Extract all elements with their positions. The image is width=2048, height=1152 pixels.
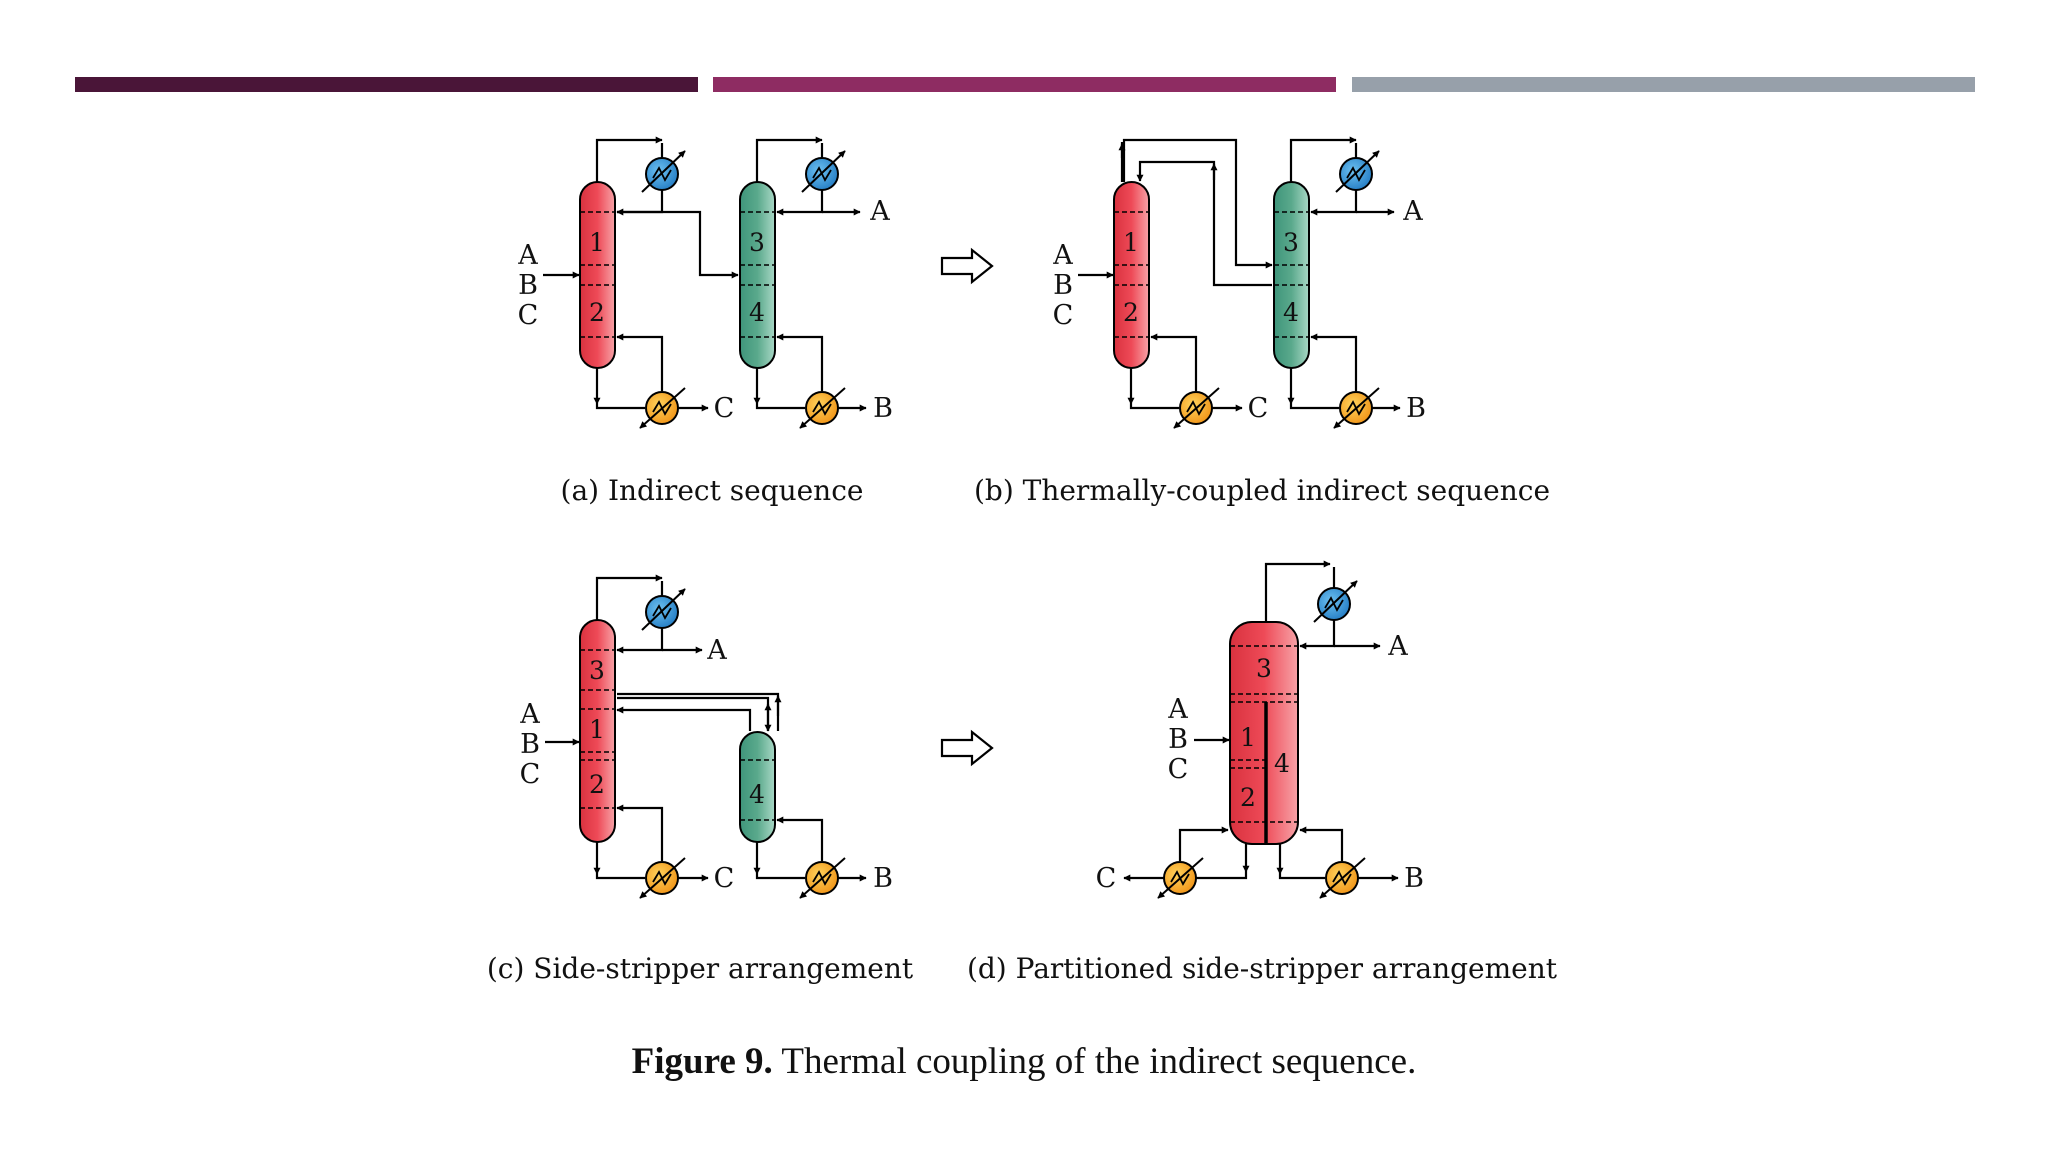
feed-label: C — [520, 759, 541, 790]
feed-label: A — [1167, 694, 1188, 725]
panel-caption: (b) Thermally-coupled indirect sequence — [974, 474, 1550, 507]
section-label: 3 — [1256, 654, 1272, 683]
product-label: A — [706, 635, 727, 666]
partitioned-column — [1229, 621, 1299, 845]
transform-arrow-icon — [940, 247, 994, 285]
feed-label: B — [518, 270, 538, 301]
header-bar-2 — [713, 77, 1336, 92]
section-label: 3 — [749, 228, 765, 257]
feed-label: C — [1053, 300, 1074, 331]
reboiler-icon — [799, 387, 846, 429]
feed-label: A — [517, 240, 538, 271]
product-label: A — [1387, 631, 1408, 662]
section-label: 3 — [589, 656, 605, 685]
column-1 — [579, 181, 616, 369]
header-bar-3 — [1352, 77, 1975, 92]
section-label: 4 — [1283, 298, 1299, 327]
column-1 — [1113, 181, 1150, 369]
feed-label: A — [519, 699, 540, 730]
feed-label: C — [1168, 754, 1189, 785]
product-label: A — [869, 196, 890, 227]
panel-caption: (c) Side-stripper arrangement — [487, 952, 914, 985]
feed-label: B — [1168, 724, 1188, 755]
section-label: 4 — [1274, 749, 1290, 778]
product-label: B — [873, 863, 893, 894]
product-label: C — [1248, 393, 1269, 424]
transform-arrow-icon — [940, 729, 994, 767]
condenser-icon — [641, 150, 686, 193]
panel-d: 3 1 2 4 A B C A C — [967, 560, 1558, 985]
condenser-icon — [641, 588, 686, 631]
product-label: B — [1406, 393, 1426, 424]
section-label: 1 — [1240, 723, 1256, 752]
column-2 — [1273, 181, 1310, 369]
condenser-icon — [1335, 150, 1380, 193]
section-label: 2 — [589, 770, 605, 799]
product-label: B — [1404, 863, 1424, 894]
section-label: 1 — [1123, 228, 1139, 257]
condenser-icon — [1313, 580, 1358, 623]
section-label: 1 — [589, 715, 605, 744]
panel-a: 1 2 3 4 A B C C — [517, 136, 893, 507]
product-label: B — [873, 393, 893, 424]
feed-label: C — [518, 300, 539, 331]
section-label: 2 — [1123, 298, 1139, 327]
condenser-icon — [801, 150, 846, 193]
feed-label: B — [1053, 270, 1073, 301]
figure-caption: Figure 9. Thermal coupling of the indire… — [0, 1040, 2048, 1083]
feed-label: B — [520, 729, 540, 760]
product-label: C — [714, 393, 735, 424]
feed-label: A — [1052, 240, 1073, 271]
product-label: A — [1402, 196, 1423, 227]
figure-caption-text: Thermal coupling of the indirect sequenc… — [781, 1041, 1417, 1082]
section-label: 3 — [1283, 228, 1299, 257]
panel-caption: (a) Indirect sequence — [561, 474, 864, 507]
section-label: 2 — [589, 298, 605, 327]
section-label: 4 — [749, 780, 765, 809]
reboiler-icon — [1157, 857, 1204, 899]
figure-label: Figure 9. — [631, 1041, 773, 1082]
column-2 — [739, 181, 776, 369]
section-label: 2 — [1240, 783, 1256, 812]
product-label: C — [714, 863, 735, 894]
product-label: C — [1096, 863, 1117, 894]
reboiler-icon — [1333, 387, 1380, 429]
section-label: 1 — [589, 228, 605, 257]
panel-caption: (d) Partitioned side-stripper arrangemen… — [967, 952, 1558, 985]
section-label: 4 — [749, 298, 765, 327]
header-bar-1 — [75, 77, 698, 92]
panel-c: 3 1 2 4 A B C A — [487, 574, 914, 985]
panel-b: 1 2 3 4 A B C A — [974, 136, 1550, 507]
reboiler-icon — [1173, 387, 1220, 429]
